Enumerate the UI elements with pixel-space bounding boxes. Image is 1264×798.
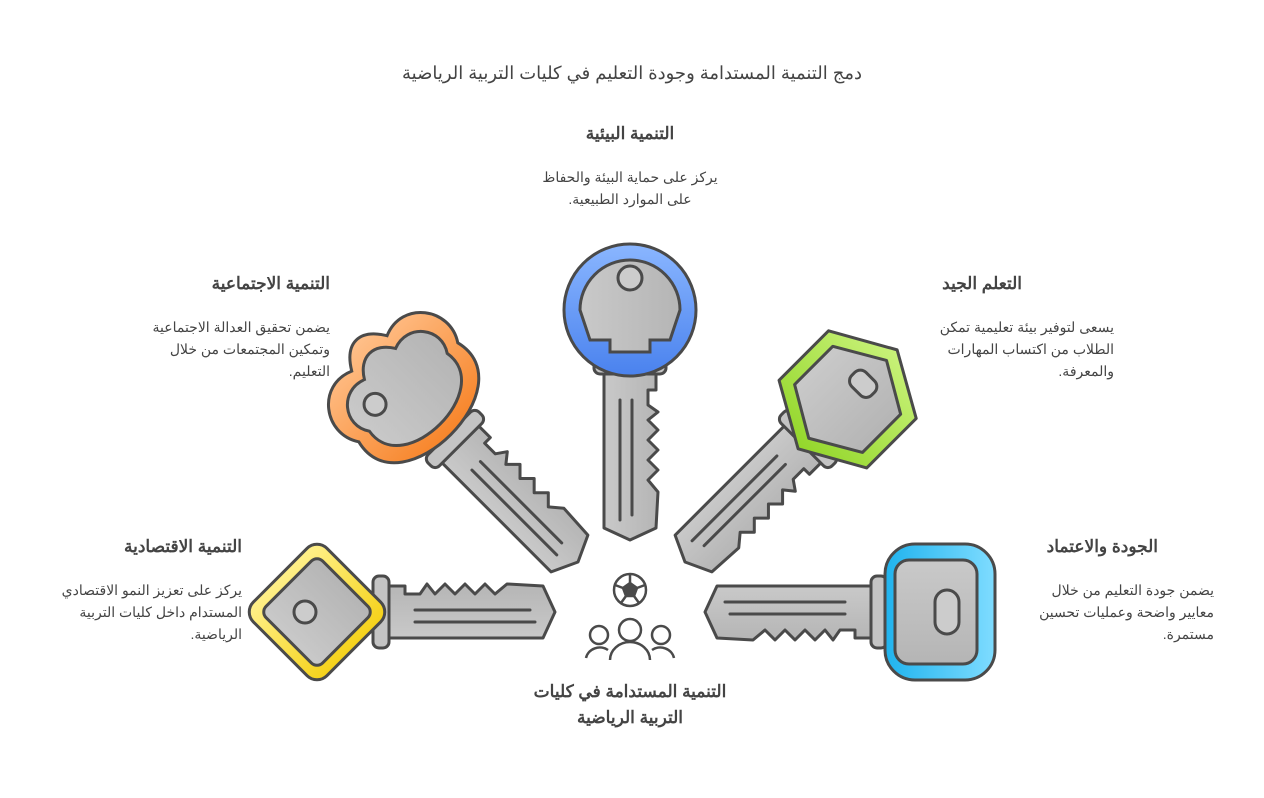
people-icon — [584, 617, 676, 661]
item-good-learning: التعلم الجيد يسعى لتوفير بيئة تعليمية تم… — [928, 274, 1114, 382]
item-economic: التنمية الاقتصادية يركز على تعزيز النمو … — [38, 537, 242, 645]
key-social — [327, 311, 605, 589]
item-social: التنمية الاجتماعية يضمن تحقيق العدالة ال… — [140, 274, 331, 382]
item-body: يضمن جودة التعليم من خلال معايير واضحة و… — [1039, 582, 1214, 642]
center-label: التنمية المستدامة في كليات التربية الريا… — [533, 682, 727, 727]
item-environmental: التنمية البيئية يركز على حماية البيئة وا… — [530, 124, 730, 210]
item-heading: التعلم الجيد — [942, 274, 1022, 293]
key-good-learning — [658, 329, 918, 589]
item-heading: التنمية الاقتصادية — [124, 537, 242, 556]
soccer-ball-icon — [612, 572, 648, 608]
diagram-title: دمج التنمية المستدامة وجودة التعليم في ك… — [402, 63, 862, 83]
item-quality-accreditation: الجودة والاعتماد يضمن جودة التعليم من خل… — [1016, 537, 1214, 645]
item-body: يركز على حماية البيئة والحفاظ على الموار… — [542, 169, 718, 207]
item-body: يضمن تحقيق العدالة الاجتماعية وتمكين الم… — [152, 319, 331, 379]
item-heading: التنمية البيئية — [585, 124, 675, 143]
key-economic — [247, 542, 557, 682]
key-quality-accreditation — [703, 542, 997, 682]
item-body: يركز على تعزيز النمو الاقتصادي المستدام … — [61, 582, 242, 642]
item-heading: الجودة والاعتماد — [1046, 537, 1158, 556]
item-heading: التنمية الاجتماعية — [211, 274, 330, 293]
key-environmental — [562, 242, 698, 542]
item-body: يسعى لتوفير بيئة تعليمية تمكن الطلاب من … — [939, 319, 1114, 379]
